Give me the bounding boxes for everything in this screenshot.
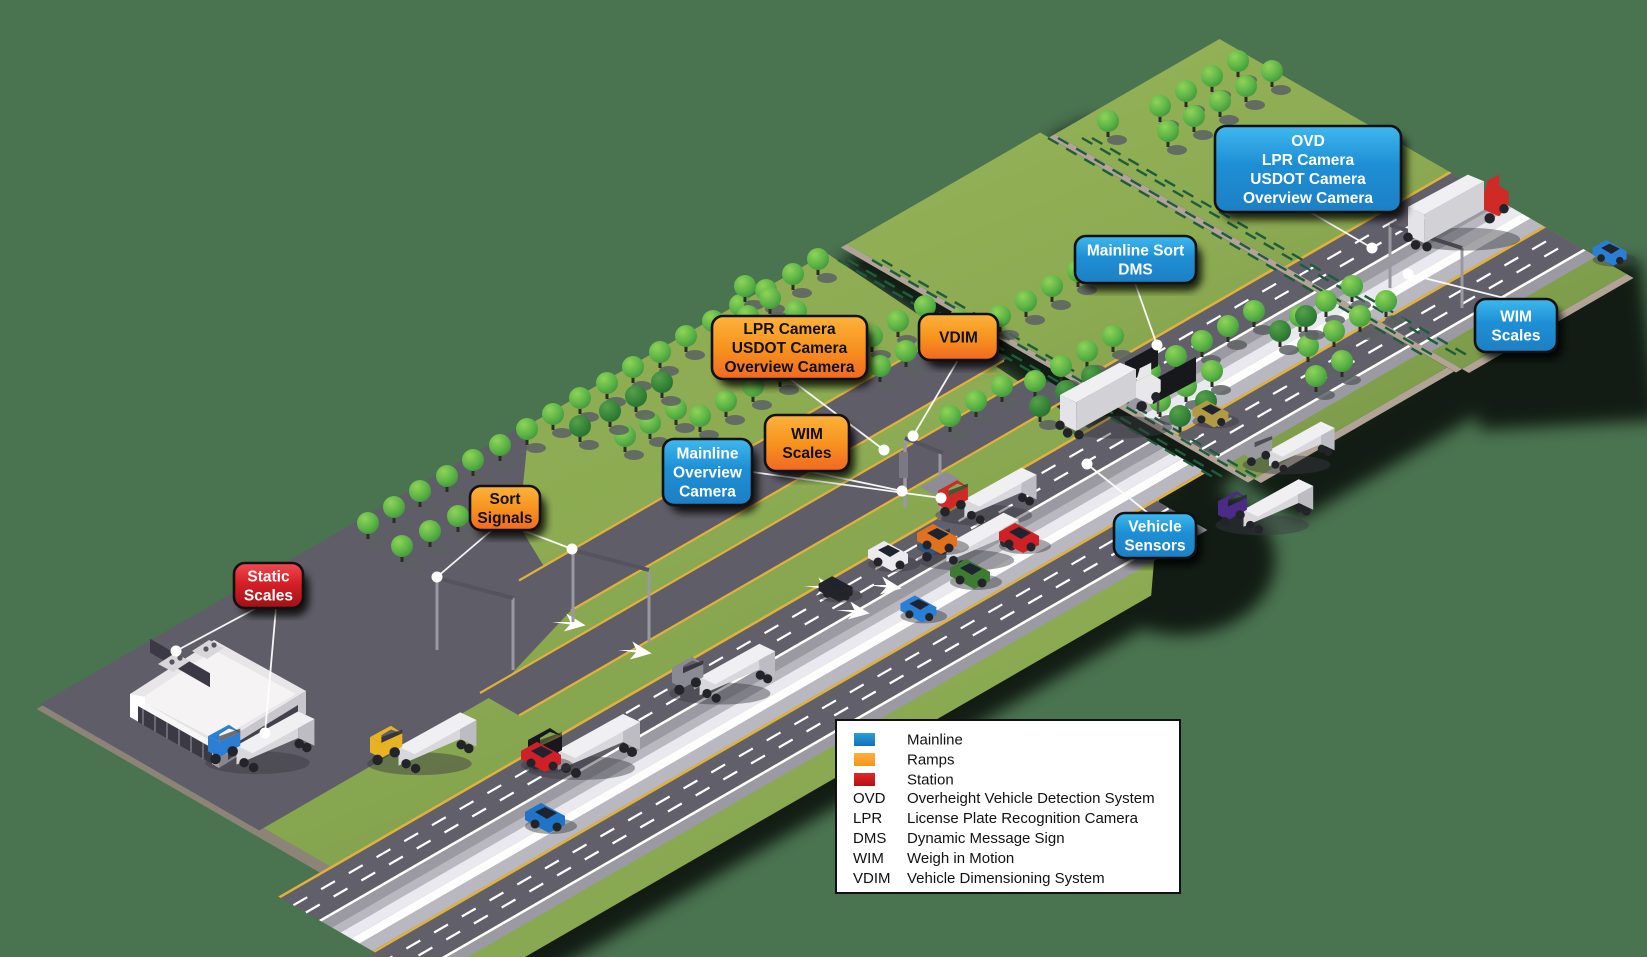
svg-text:WIM: WIM: [1500, 309, 1532, 326]
svg-text:Scales: Scales: [782, 445, 831, 462]
svg-text:LPR: LPR: [853, 810, 882, 827]
svg-text:USDOT Camera: USDOT Camera: [732, 340, 848, 357]
svg-text:OVD: OVD: [1291, 133, 1325, 150]
svg-text:Scales: Scales: [1491, 327, 1540, 344]
svg-text:Scales: Scales: [244, 587, 293, 604]
svg-text:WIM: WIM: [791, 426, 823, 443]
svg-text:Mainline: Mainline: [676, 446, 738, 463]
svg-text:Camera: Camera: [679, 483, 736, 500]
svg-text:DMS: DMS: [1118, 261, 1152, 278]
svg-text:Sensors: Sensors: [1124, 537, 1185, 554]
svg-text:USDOT Camera: USDOT Camera: [1250, 171, 1366, 188]
svg-text:Weigh in Motion: Weigh in Motion: [907, 850, 1014, 867]
svg-text:Overview Camera: Overview Camera: [724, 359, 854, 376]
svg-text:VDIM: VDIM: [853, 870, 891, 887]
svg-text:WIM: WIM: [853, 850, 884, 867]
svg-text:Static: Static: [247, 569, 290, 586]
svg-text:LPR Camera: LPR Camera: [1262, 152, 1355, 169]
svg-text:Dynamic Message Sign: Dynamic Message Sign: [907, 830, 1065, 847]
svg-text:LPR Camera: LPR Camera: [743, 321, 836, 338]
svg-text:Mainline Sort: Mainline Sort: [1087, 243, 1184, 260]
svg-text:Overheight Vehicle Detection S: Overheight Vehicle Detection System: [907, 790, 1155, 807]
svg-text:Vehicle Dimensioning System: Vehicle Dimensioning System: [907, 870, 1105, 887]
svg-text:OVD: OVD: [853, 790, 886, 807]
svg-text:Ramps: Ramps: [907, 752, 955, 769]
svg-text:Overview: Overview: [673, 464, 743, 481]
svg-text:DMS: DMS: [853, 830, 886, 847]
svg-text:Signals: Signals: [477, 510, 532, 527]
svg-text:Sort: Sort: [490, 491, 521, 508]
svg-text:License Plate Recognition Came: License Plate Recognition Camera: [907, 810, 1139, 827]
svg-text:Vehicle: Vehicle: [1128, 519, 1182, 536]
svg-text:VDIM: VDIM: [939, 329, 978, 346]
svg-text:Overview Camera: Overview Camera: [1243, 190, 1373, 207]
svg-text:Station: Station: [907, 772, 954, 789]
svg-text:Mainline: Mainline: [907, 732, 963, 749]
